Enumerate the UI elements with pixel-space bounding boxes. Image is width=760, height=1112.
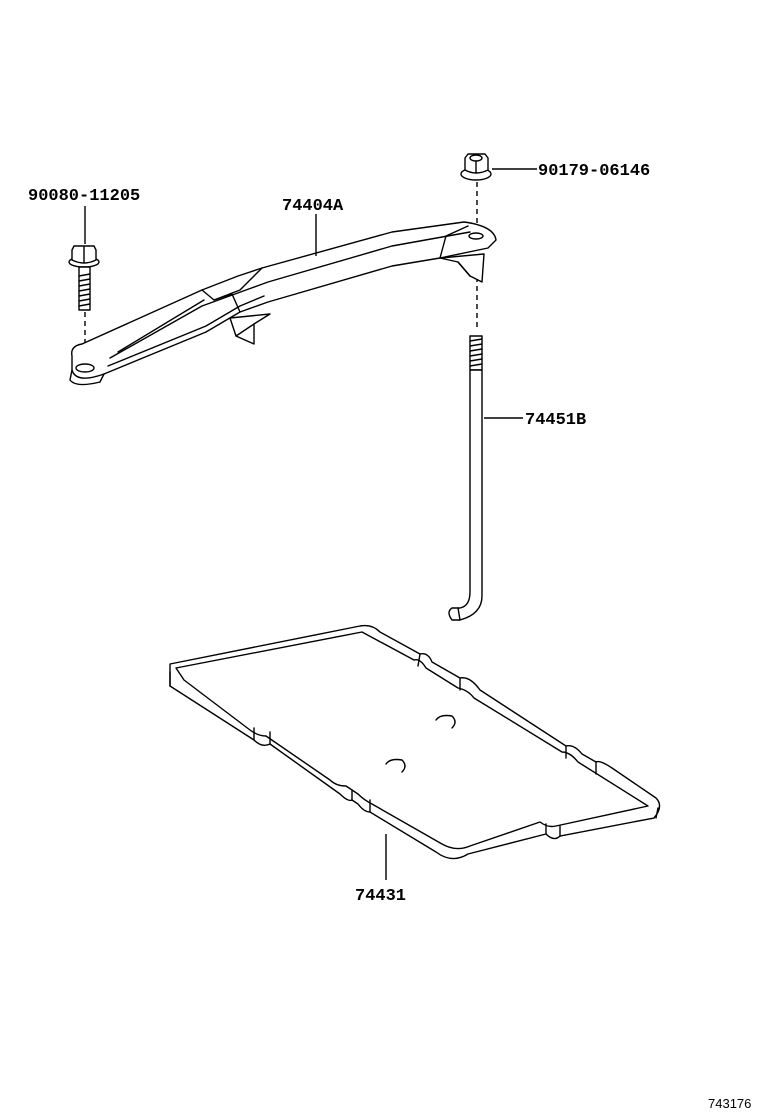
bolt-90080-11205[interactable] xyxy=(68,206,100,368)
label-nut: 90179-06146 xyxy=(538,162,650,181)
rod-74451b[interactable] xyxy=(448,335,523,621)
label-clamp: 74404A xyxy=(282,197,344,216)
label-bolt: 90080-11205 xyxy=(28,187,140,206)
diagram-reference-number: 743176 xyxy=(708,1096,751,1111)
clamp-74404a[interactable] xyxy=(69,214,497,386)
label-rod: 74451B xyxy=(525,411,586,430)
label-tray: 74431 xyxy=(355,887,406,906)
tray-74431[interactable] xyxy=(169,624,661,880)
